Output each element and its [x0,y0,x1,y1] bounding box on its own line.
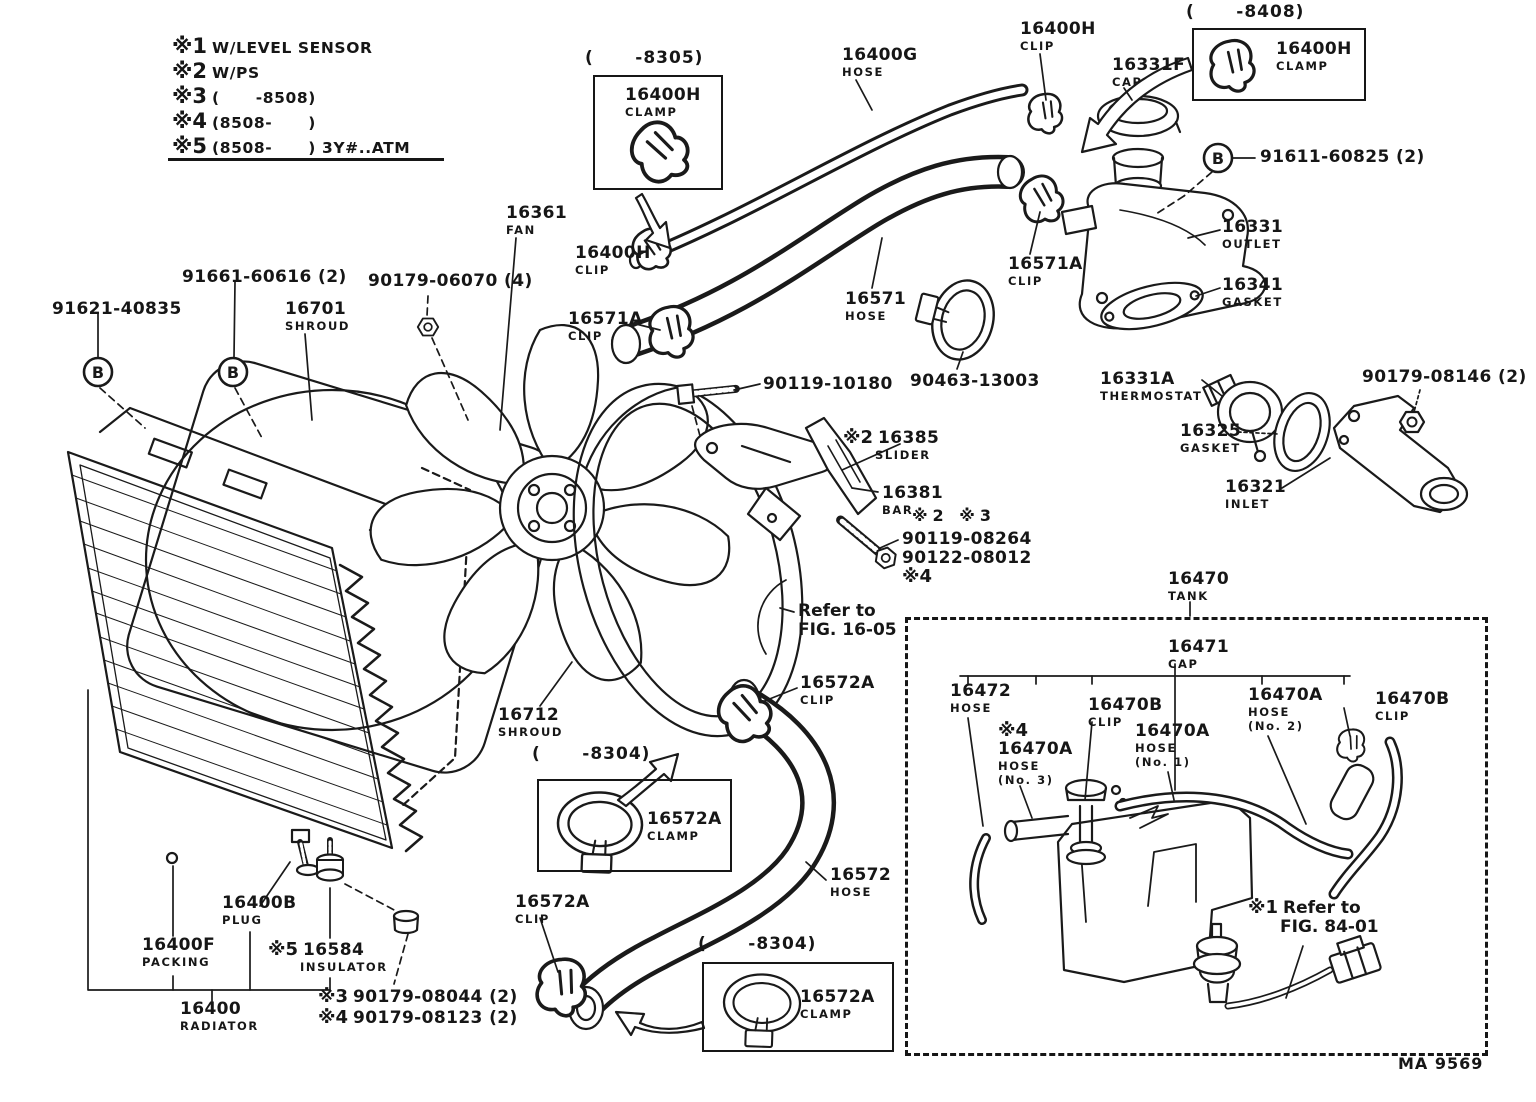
b-marks: B B B [82,142,1234,388]
inset-box-8304-b [702,962,894,1052]
ref-mark: ※1 [172,34,208,58]
reservoir-tank-drawing [969,736,1403,1010]
ref-mark: ※3 [318,986,349,1007]
inset-label-16400h-clamp-a: 16400H CLAMP [625,85,701,120]
label-90179-08146: 90179-08146 (2) [1362,367,1527,387]
tank-detail-box [905,617,1488,1056]
label-91621-40835: 91621-40835 [52,299,182,319]
ref-mark: ※5 [172,134,208,158]
inset-period-8304-a: ( -8304) [532,744,651,764]
label-91661-60616: 91661-60616 (2) [182,267,347,287]
inset-box-8408 [1192,28,1366,101]
inset-label-16400h-clamp-b: 16400H CLAMP [1276,39,1352,74]
inset-box-8305 [593,75,723,190]
label-91611-60825: 91611-60825 (2) [1260,147,1425,167]
label-16470a-hose-no3: ※4 16470A HOSE (No. 3) [998,720,1073,788]
inset-label-16572a-clamp-b: 16572A CLAMP [800,987,875,1022]
svg-text:B: B [1212,149,1224,168]
legend-item-3: ※3( -8508) [172,84,316,108]
radiator-drawing [66,406,472,853]
drawing-number: MA 9569 [1398,1054,1484,1073]
ref-mark: ※3 [172,84,208,108]
inset-period-8304-b: ( -8304) [698,934,817,954]
ref-mark: ※2 [172,59,208,83]
ref-mark: ※5 [268,939,299,960]
label-16381-marks: ※2 ※3 [912,506,996,525]
fan-16361-drawing [369,324,731,682]
legend-underline [168,158,444,161]
hose-16571-drawing [610,154,1025,365]
inset-box-8304-a [537,779,732,872]
ref-mark: ※1 [1248,897,1279,918]
leader-lines [87,53,1421,1003]
ref-mark: ※4 [172,109,208,133]
inset-label-16572a-clamp-a: 16572A CLAMP [647,809,722,844]
label-refer-fig-16-05: Refer to FIG. 16-05 [798,601,897,641]
label-16470a-hose-no2: 16470A HOSE (No. 2) [1248,685,1323,734]
label-90463-13003: 90463-13003 [910,371,1040,391]
radiator-mount-parts-drawing [165,317,440,935]
bracket-slider-bar-drawing [676,383,901,573]
svg-text:B: B [227,363,239,382]
label-90179-06070: 90179-06070 (4) [368,271,533,291]
label-90119-08264-90122-08012: 90119-08264 90122-08012 ※4 [902,529,1032,588]
inset-period-8305: ( -8305) [585,48,704,68]
worm-clamp-90463-drawing [907,268,1003,368]
svg-text:B: B [92,363,104,382]
legend-item-5: ※5(8508- ) 3Y#..ATM [172,134,411,158]
ref-mark: ※2 [843,427,874,448]
legend-item-4: ※4(8508- ) [172,109,316,133]
ref-mark: ※4 [998,720,1029,741]
label-16470a-hose-no1: 16470A HOSE (No. 1) [1135,721,1210,770]
ref-mark: ※4 [318,1007,349,1028]
ref-mark: ※4 [902,566,933,588]
label-90119-10180: 90119-10180 [763,374,893,394]
thermostat-inlet-drawing [1202,373,1469,514]
inset-period-8408: ( -8408) [1186,2,1305,22]
